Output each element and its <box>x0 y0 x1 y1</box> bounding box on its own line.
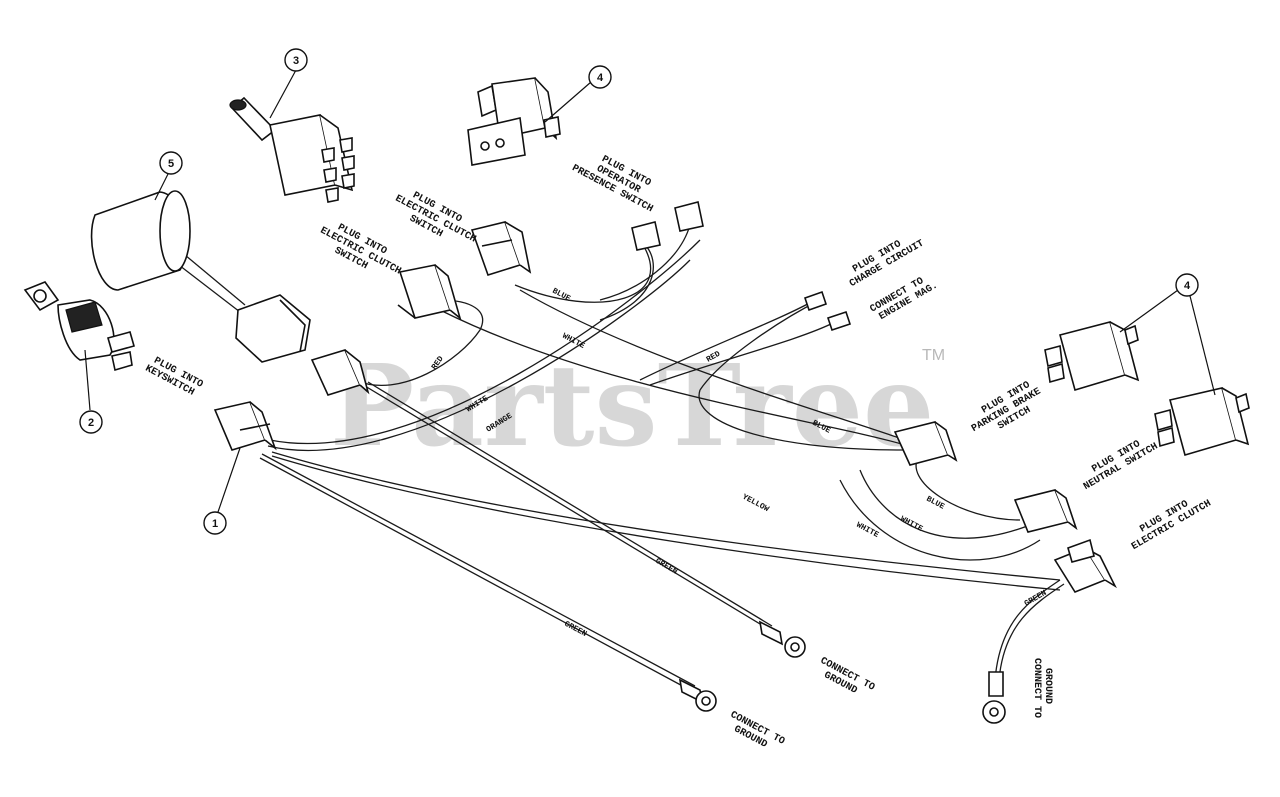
op-terminals <box>631 201 704 251</box>
wire-label-green-b: GREEN <box>654 557 679 577</box>
wire-green-c <box>994 579 1061 681</box>
svg-text:2: 2 <box>88 417 94 429</box>
svg-text:3: 3 <box>293 55 299 67</box>
label-ground-c: CONNECT TO GROUND <box>1031 658 1053 718</box>
callout-4-top: 4 <box>544 65 612 123</box>
label-electric-clutch-switch-b: PLUG INTO ELECTRIC CLUTCH SWITCH <box>318 222 403 277</box>
wire-blue-top <box>514 239 652 303</box>
svg-text:1: 1 <box>212 518 218 530</box>
callout-2: 2 <box>79 349 103 434</box>
wire-label-blue-top: BLUE <box>551 287 572 304</box>
ground-terminal-b <box>758 620 806 658</box>
harness-wires <box>174 224 1065 691</box>
wire-green-b2 <box>367 381 773 627</box>
label-neutral-switch: PLUG INTO NEUTRAL SWITCH <box>1082 439 1160 493</box>
wire-red-right2 <box>698 389 906 451</box>
callout-5: 5 <box>154 151 183 201</box>
wire-green-b <box>364 385 771 631</box>
wire-solenoid-a <box>184 254 246 306</box>
wire-green-c2 <box>998 583 1065 681</box>
wire-red-left <box>354 299 484 386</box>
wire-white-left <box>267 259 691 452</box>
red-loop-connector <box>310 349 370 396</box>
svg-text:CONNECT TO: CONNECT TO <box>1031 658 1042 718</box>
wire-charge <box>639 299 816 381</box>
wire-solenoid-b <box>174 261 241 313</box>
wire-yellow-b <box>271 455 1061 591</box>
wire-white-low2 <box>839 479 1041 561</box>
watermark: PartsTree <box>330 341 934 472</box>
wire-label-green-c: GREEN <box>1023 589 1048 609</box>
neutral-switch <box>1154 387 1250 456</box>
svg-text:4: 4 <box>597 72 604 84</box>
wire-label-blue-low: BLUE <box>925 495 946 512</box>
label-electric-clutch: PLUG INTO ELECTRIC CLUTCH <box>1130 498 1213 553</box>
callout-3: 3 <box>269 48 308 119</box>
label-ground-b: CONNECT TO GROUND <box>818 656 876 697</box>
wire-op-b <box>599 244 654 321</box>
electric-clutch-connector <box>1053 538 1117 593</box>
svg-text:GROUND: GROUND <box>1042 668 1053 704</box>
wire-blue-mid <box>439 309 906 446</box>
wire-engine-mag <box>649 321 836 386</box>
ground-terminal-c <box>982 671 1006 724</box>
neutral-connector <box>1013 489 1078 533</box>
label-keyswitch: PLUG INTO KEYSWITCH <box>143 356 205 399</box>
keyswitch <box>23 281 135 372</box>
wire-blue-low <box>915 454 1021 521</box>
wire-label-white-low2: WHITE <box>855 521 881 540</box>
wire-yellow <box>271 451 1061 581</box>
svg-text:5: 5 <box>168 158 174 170</box>
wire-label-white-low1: WHITE <box>899 515 925 534</box>
callout-4-right: 4 <box>1119 273 1216 396</box>
solenoid <box>90 190 311 363</box>
main-connector <box>213 401 277 451</box>
label-ground-a: CONNECT TO GROUND <box>728 710 786 751</box>
callout-1: 1 <box>203 447 241 535</box>
clutch-switch-connector-a <box>470 221 532 276</box>
clutch-switch-connector-b <box>397 264 462 321</box>
wire-orange <box>269 239 701 445</box>
watermark-trademark: TM <box>922 347 945 364</box>
label-engine-mag: CONNECT TO ENGINE MAG. <box>869 276 941 323</box>
charge-terminals <box>803 290 852 332</box>
parking-brake-switch <box>1044 321 1140 392</box>
parking-brake-connector <box>893 421 958 466</box>
svg-text:4: 4 <box>1184 280 1191 292</box>
wire-label-yellow: YELLOW <box>741 493 771 515</box>
label-operator-presence: PLUG INTO OPERATOR PRESENCE SWITCH <box>570 154 655 215</box>
toggle-switch <box>229 96 355 203</box>
wire-white-low <box>859 469 1031 539</box>
operator-presence-switch <box>467 77 561 166</box>
wire-green-a2 <box>261 453 696 687</box>
ground-terminal-a <box>678 678 717 712</box>
label-electric-clutch-switch-a: PLUG INTO ELECTRIC CLUTCH SWITCH <box>393 190 478 245</box>
wire-green-a <box>259 457 691 691</box>
wire-op-a <box>599 224 691 301</box>
wire-white-top <box>519 289 906 441</box>
label-parking-brake: PLUG INTO PARKING BRAKE SWITCH <box>970 380 1043 435</box>
wire-red-right <box>699 299 821 391</box>
